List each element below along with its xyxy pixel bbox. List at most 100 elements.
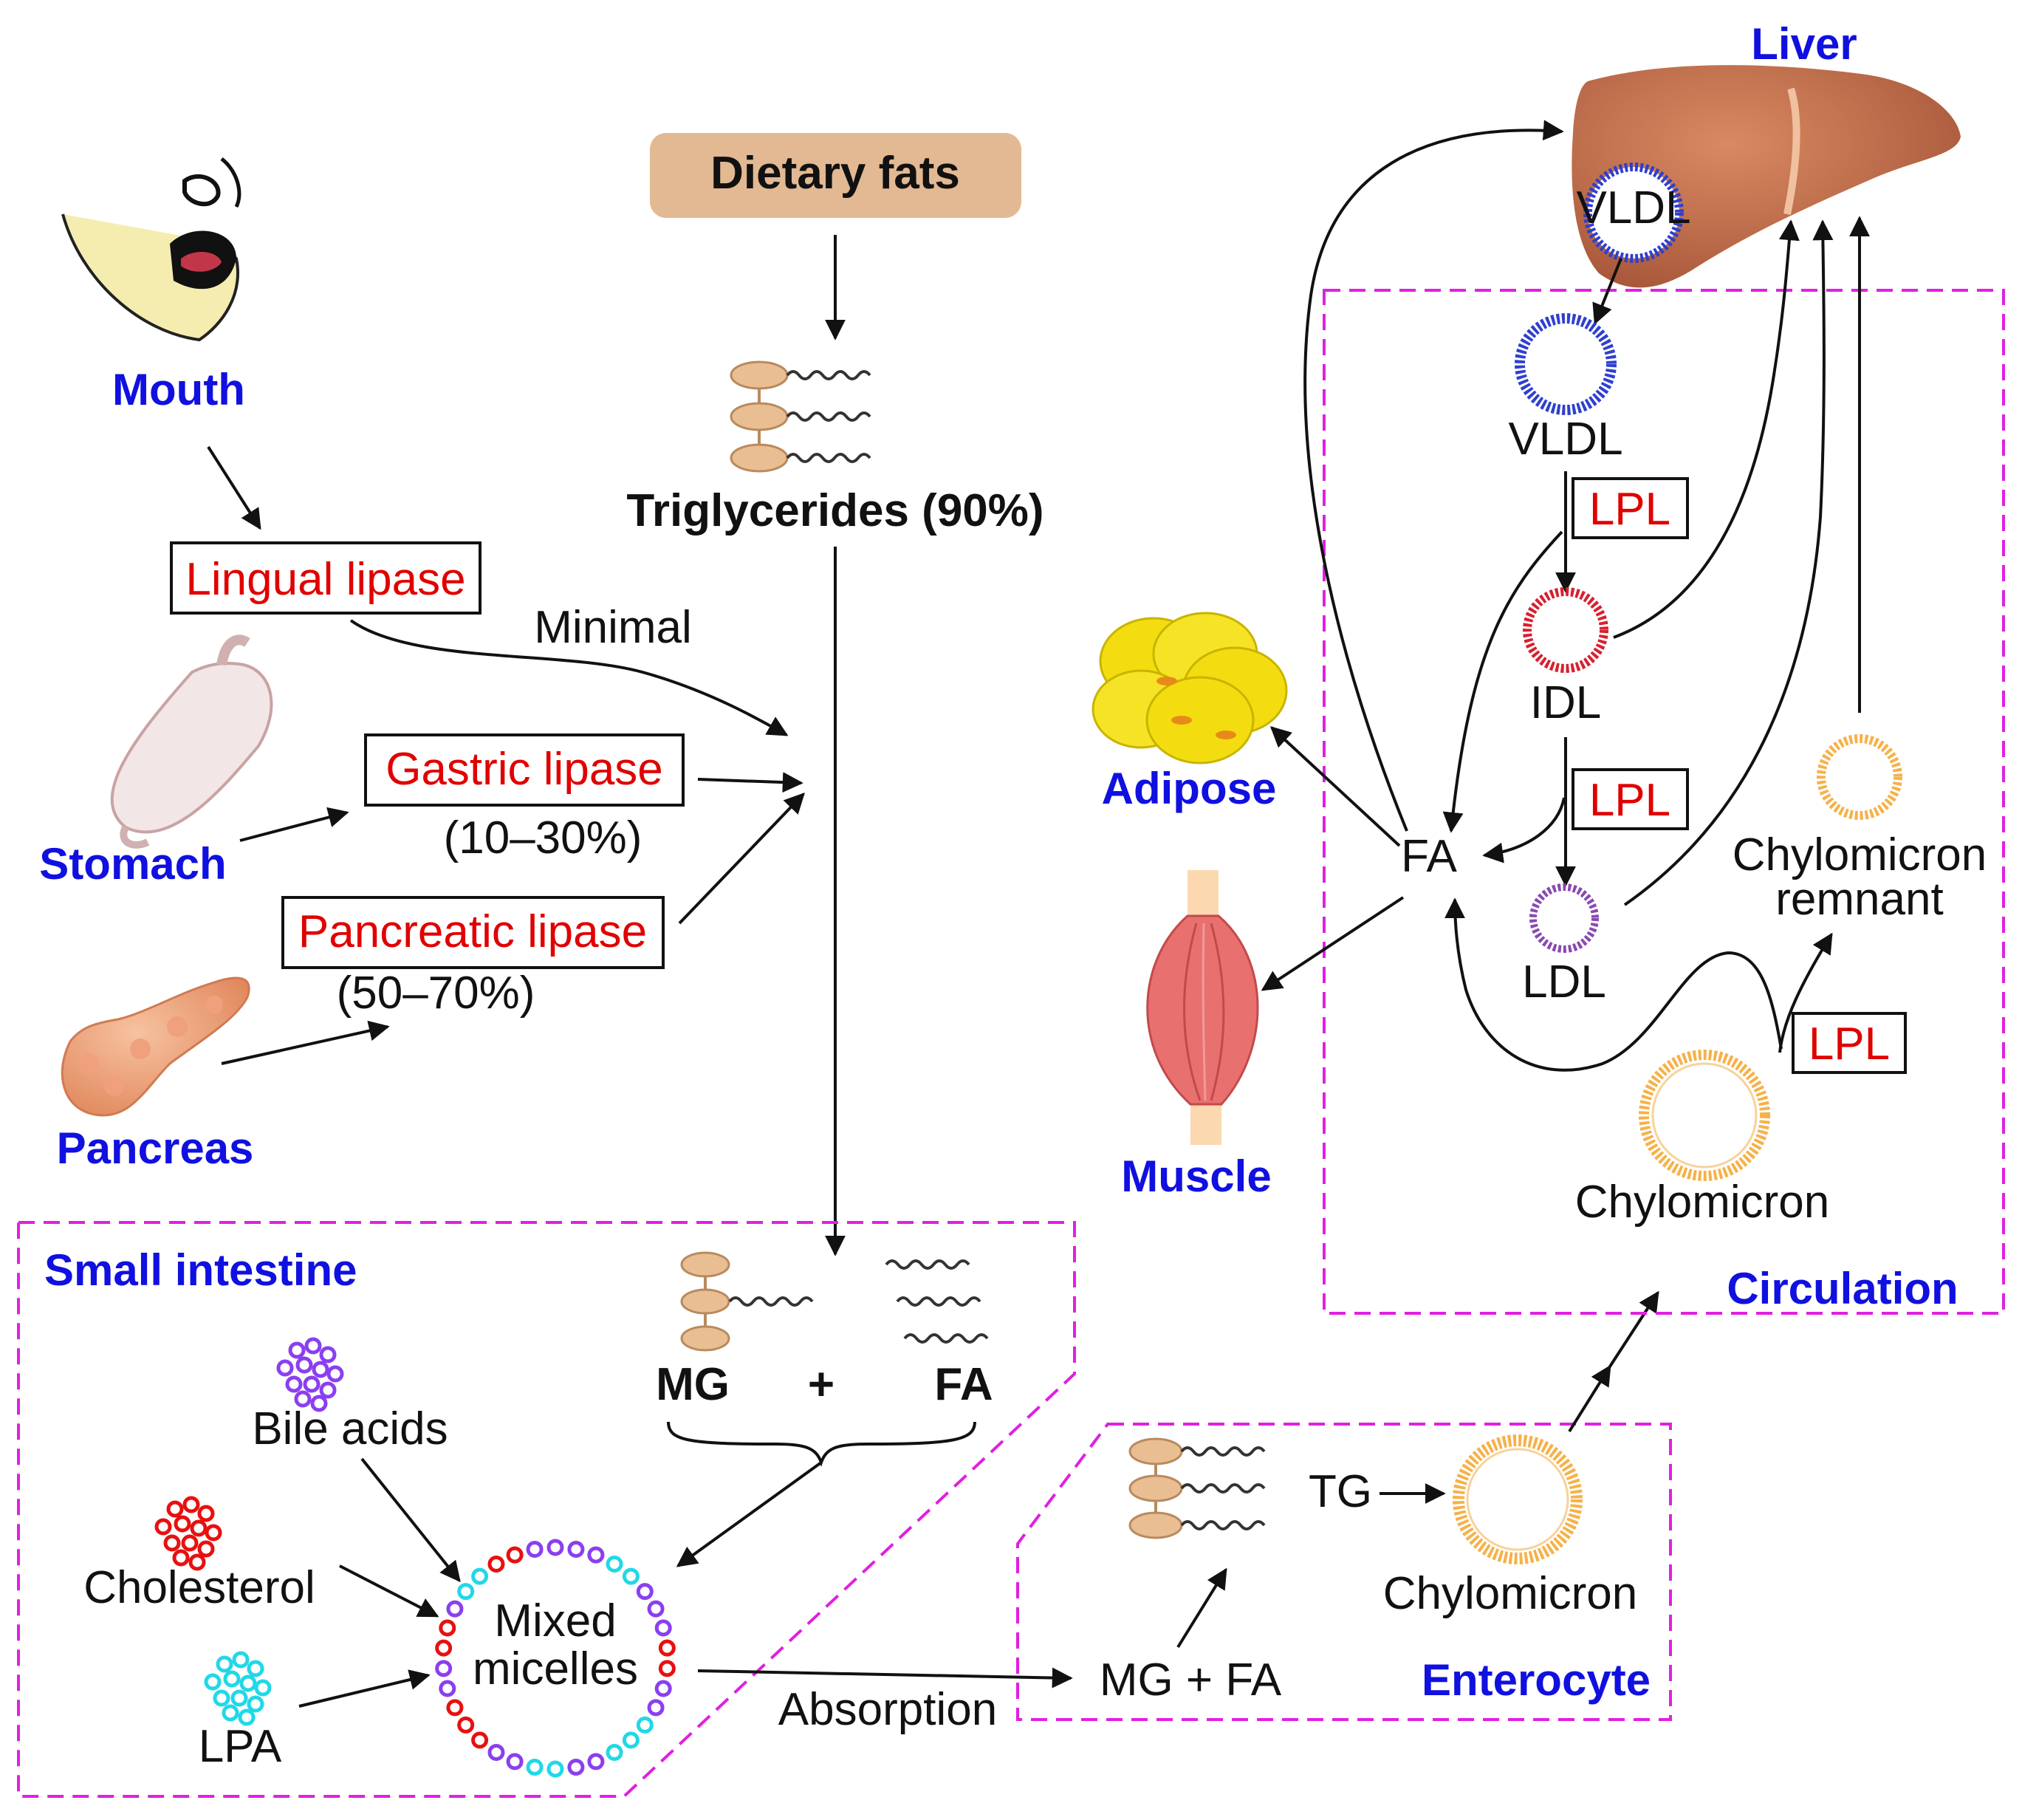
bile-acid-molecule (295, 1356, 313, 1374)
vldl-particle (1515, 313, 1617, 415)
lpa-molecule (213, 1689, 230, 1707)
lpa-molecule (223, 1670, 241, 1688)
lingual-lipase-label: Lingual lipase (185, 554, 465, 605)
ldl-label: LDL (1522, 957, 1606, 1008)
lpl-label-1: LPL (1589, 484, 1670, 535)
cholesterol-molecule (190, 1519, 208, 1537)
cholesterol-molecule (197, 1505, 215, 1522)
chylomicron-remnant-particle (1817, 734, 1902, 820)
lpa-molecule (222, 1704, 239, 1722)
cholesterol-label: Cholesterol (83, 1562, 315, 1613)
bile-acid-molecule (304, 1337, 322, 1355)
mg-label: MG (656, 1359, 730, 1410)
bile-acid-molecule (326, 1365, 344, 1383)
dietary-fats-label: Dietary fats (710, 148, 960, 199)
enterocyte-chylomicron-label: Chylomicron (1383, 1568, 1638, 1619)
lingual-lipase-box: Lingual lipase (170, 541, 481, 615)
micelle-component (606, 1744, 623, 1762)
monoglyceride-molecule (680, 1251, 814, 1352)
pancreas-label: Pancreas (57, 1123, 254, 1173)
absorption-arrow (697, 1667, 1073, 1689)
enterocyte-tg-molecule (1128, 1437, 1266, 1539)
liver-label: Liver (1751, 19, 1857, 69)
lpa-molecule (216, 1655, 233, 1673)
bile-acid-molecule (276, 1359, 294, 1377)
triglyceride-molecule (730, 360, 871, 473)
micelle-component (446, 1600, 464, 1618)
adipose-label: Adipose (1102, 764, 1277, 813)
micelle-component (654, 1619, 672, 1637)
micelle-component (636, 1716, 654, 1734)
micelle-component (546, 1760, 564, 1778)
circulation-chylomicron-particle (1639, 1050, 1770, 1181)
mg-fa-to-tg-arrow (1176, 1567, 1227, 1649)
micelle-input-arrows (298, 1457, 461, 1708)
lpa-molecule (204, 1673, 222, 1691)
enterocyte-chylomicron (1453, 1434, 1583, 1564)
pancreas-illustration (61, 976, 250, 1117)
small-intestine-region (17, 1221, 1076, 1798)
cholesterol-molecule (197, 1540, 215, 1558)
lpa-molecule (239, 1674, 257, 1692)
mixed-micelle (435, 1539, 676, 1778)
mouth-illustration (61, 157, 241, 342)
pancreatic-percent-label: (50–70%) (337, 968, 535, 1019)
bile-acid-molecule (303, 1375, 321, 1393)
micelle-component (658, 1660, 676, 1677)
lpa-molecule (247, 1695, 264, 1713)
lpa-molecule (238, 1708, 256, 1726)
micelle-component (487, 1744, 505, 1762)
enterocyte-to-circulation-arrows (1568, 1290, 1659, 1433)
cholesterol-molecule (163, 1534, 181, 1552)
lpl-box-1: LPL (1572, 477, 1689, 539)
lpl-label-2: LPL (1589, 775, 1670, 826)
micelle-component (546, 1539, 564, 1556)
adipose-illustration (1091, 612, 1288, 764)
lpa-cluster (204, 1651, 272, 1726)
gastric-percent-label: (10–30%) (444, 812, 642, 863)
brace-to-micelle-arrow (676, 1461, 823, 1567)
micelle-component (439, 1619, 456, 1637)
micelle-component (526, 1541, 544, 1559)
micelle-component (647, 1600, 665, 1618)
dietary-fats-box: Dietary fats (650, 133, 1021, 218)
cholesterol-molecule (182, 1496, 200, 1513)
pancreatic-lipase-label: Pancreatic lipase (298, 906, 647, 957)
stomach-label: Stomach (39, 839, 226, 889)
liver-to-vldl-arrow (1592, 258, 1622, 325)
micelle-component (439, 1680, 456, 1697)
mouth-label: Mouth (112, 365, 245, 414)
vldl-label: VLDL (1508, 414, 1622, 465)
gastric-lipase-box: Gastric lipase (364, 733, 685, 807)
bile-acid-molecule (310, 1395, 328, 1412)
digestion-arrows (207, 445, 805, 1065)
idl-label: IDL (1530, 677, 1601, 728)
mg-fa-brace (667, 1421, 976, 1468)
micelle-component (606, 1555, 623, 1573)
muscle-illustration (1146, 870, 1259, 1145)
bile-acid-molecule (319, 1381, 337, 1399)
circulation-fa-label: FA (1401, 831, 1457, 882)
plus-label: + (808, 1359, 834, 1410)
micelle-component (587, 1753, 605, 1771)
bile-acid-molecule (319, 1346, 337, 1364)
bile-acids-cluster (276, 1337, 344, 1412)
liver-vldl-particle (1583, 162, 1684, 263)
micelle-component (506, 1546, 524, 1564)
stomach-illustration (110, 634, 273, 849)
micelle-component (457, 1583, 475, 1601)
absorption-label: Absorption (778, 1684, 997, 1735)
cholesterol-molecule (166, 1500, 184, 1518)
triglycerides-label: Triglycerides (90%) (626, 485, 1043, 536)
lpa-molecule (247, 1660, 264, 1677)
micelle-component (487, 1555, 505, 1573)
micelle-component (658, 1639, 676, 1657)
ldl-particle (1529, 883, 1599, 953)
micelle-component (567, 1541, 585, 1559)
micelle-component (647, 1699, 665, 1717)
lpa-label: LPA (199, 1721, 282, 1772)
micelle-component (471, 1567, 489, 1585)
micelle-component (654, 1680, 672, 1697)
fa-label: FA (934, 1359, 993, 1410)
